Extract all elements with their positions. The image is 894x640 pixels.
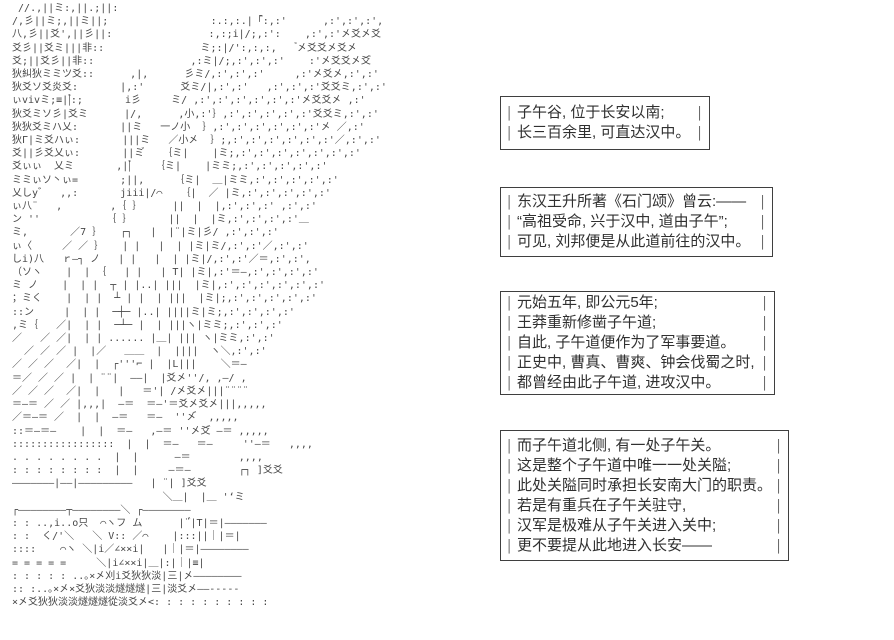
panel-left-edge: │: [506, 126, 514, 140]
panel-left-edge: │: [506, 438, 514, 453]
panel-right-edge: │: [775, 458, 784, 473]
panel-line: │“高祖受命, 兴于汉中, 道由子午”;│: [506, 212, 767, 232]
panel-left-edge: │: [506, 478, 514, 493]
panel-line-text: 汉军是极难从子午关进入关中;: [517, 516, 717, 534]
panel-line: │此处关隘同时承担长安南大门的职责。│: [506, 476, 783, 496]
panel-line-text: 可见, 刘邦便是从此道前往的汉中。: [517, 233, 751, 250]
panel-line-text: 更不要提从此地进入长安——: [517, 536, 713, 554]
panel-left-edge: │: [506, 106, 514, 120]
panel-line: │子午谷, 位于长安以南;│: [506, 103, 704, 123]
panel-right-edge: │: [696, 106, 705, 120]
panel-line-text: 都曾经由此子午道, 进攻汉中。: [517, 374, 721, 391]
panel-line: │可见, 刘邦便是从此道前往的汉中。│: [506, 232, 767, 252]
panel-line-text: 此处关隘同时承担长安南大门的职责。: [517, 476, 773, 494]
panel-line-text: 元始五年, 即公元5年;: [517, 294, 658, 311]
panel-left-edge: │: [506, 336, 514, 350]
panel-left-edge: │: [506, 518, 514, 533]
panel-left-edge: │: [506, 235, 514, 249]
panel-left-edge: │: [506, 195, 514, 209]
panel-right-edge: │: [761, 376, 770, 390]
panel-right-edge: │: [761, 356, 770, 370]
panel-line-text: 长三百余里, 可直达汉中。: [517, 124, 691, 141]
panel-right-edge: │: [761, 336, 770, 350]
panel-line-text: 子午谷, 位于长安以南;: [517, 104, 665, 121]
panel-left-edge: │: [506, 316, 514, 330]
panel-line: │汉军是极难从子午关进入关中;│: [506, 516, 783, 536]
panel-line: │王莽重新修凿子午道;│: [506, 313, 769, 333]
panel-right-edge: │: [759, 215, 768, 229]
panel-right-edge: │: [761, 296, 770, 310]
panel-line: │而子午道北侧, 有一处子午关。│: [506, 436, 783, 456]
panel-right-edge: │: [775, 538, 784, 553]
panel-line-text: 若是有重兵在子午关驻守,: [517, 496, 687, 514]
panel-left-edge: │: [506, 538, 514, 553]
panel-left-edge: │: [506, 356, 514, 370]
panel-right-edge: │: [759, 235, 768, 249]
panel-right-edge: │: [775, 518, 784, 533]
panel-left-edge: │: [506, 376, 514, 390]
panel-right-edge: │: [775, 478, 784, 493]
panel-left-edge: │: [506, 498, 514, 513]
panel-line-text: 而子午道北侧, 有一处子午关。: [517, 436, 721, 454]
panel-line-text: “高祖受命, 兴于汉中, 道由子午”;: [517, 213, 728, 230]
panel-line-text: 自此, 子午道便作为了军事要道。: [517, 334, 736, 351]
panel-line: │更不要提从此地进入长安——│: [506, 536, 783, 556]
panel-right-edge: │: [761, 316, 770, 330]
panel-left-edge: │: [506, 215, 514, 229]
panel-right-edge: │: [775, 498, 784, 513]
panel-line-text: 正史中, 曹真、曹爽、钟会伐蜀之时,: [517, 354, 755, 371]
panel-line-text: 这是整个子午道中唯一一处关隘;: [517, 456, 732, 474]
panel-right-edge: │: [696, 126, 705, 140]
narration-box-2: │东汉王升所著《石门颂》曾云:——││“高祖受命, 兴于汉中, 道由子午”;││…: [500, 187, 773, 257]
panel-line: │这是整个子午道中唯一一处关隘;│: [506, 456, 783, 476]
narration-box-4: │而子午道北侧, 有一处子午关。││这是整个子午道中唯一一处关隘;││此处关隘同…: [500, 430, 789, 561]
panel-line: │长三百余里, 可直达汉中。│: [506, 123, 704, 143]
ascii-art: //.,||ミ:,||.;||: /,彡||ミ;,||ミ||; :.:,:.|「…: [12, 3, 387, 609]
panel-line-text: 东汉王升所著《石门颂》曾云:——: [517, 193, 747, 210]
panel-left-edge: │: [506, 296, 514, 310]
panel-right-edge: │: [759, 195, 768, 209]
panel-line: │自此, 子午道便作为了军事要道。│: [506, 333, 769, 353]
narration-box-1: │子午谷, 位于长安以南;││长三百余里, 可直达汉中。│: [500, 96, 710, 150]
panel-line-text: 王莽重新修凿子午道;: [517, 314, 657, 331]
panel-line: │若是有重兵在子午关驻守,│: [506, 496, 783, 516]
panel-right-edge: │: [775, 438, 784, 453]
panel-line: │东汉王升所著《石门颂》曾云:——│: [506, 192, 767, 212]
panel-line: │正史中, 曹真、曹爽、钟会伐蜀之时,│: [506, 353, 769, 373]
panel-line: │元始五年, 即公元5年;│: [506, 293, 769, 313]
panel-left-edge: │: [506, 458, 514, 473]
narration-box-3: │元始五年, 即公元5年;││王莽重新修凿子午道;││自此, 子午道便作为了军事…: [500, 291, 775, 395]
panel-line: │都曾经由此子午道, 进攻汉中。│: [506, 373, 769, 393]
